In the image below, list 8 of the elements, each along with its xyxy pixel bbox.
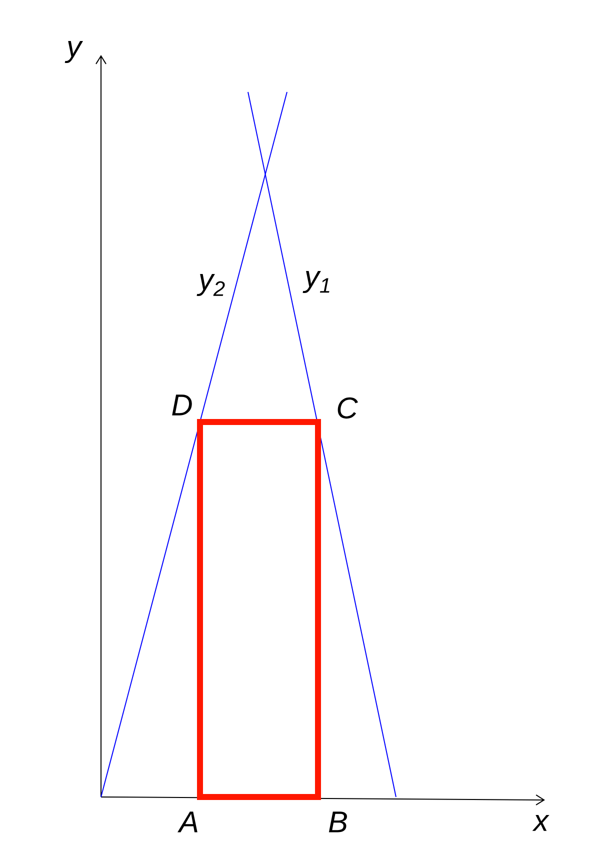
point-label: C — [338, 397, 358, 419]
point-label: B — [328, 812, 347, 832]
point-label: D — [172, 394, 192, 416]
axis-label: y — [64, 40, 84, 64]
axis-label: x — [532, 815, 550, 831]
line-label: y$_{2}$ — [196, 274, 225, 296]
line-label: y$_{1}$ — [302, 270, 330, 294]
point-label: A — [178, 812, 198, 832]
